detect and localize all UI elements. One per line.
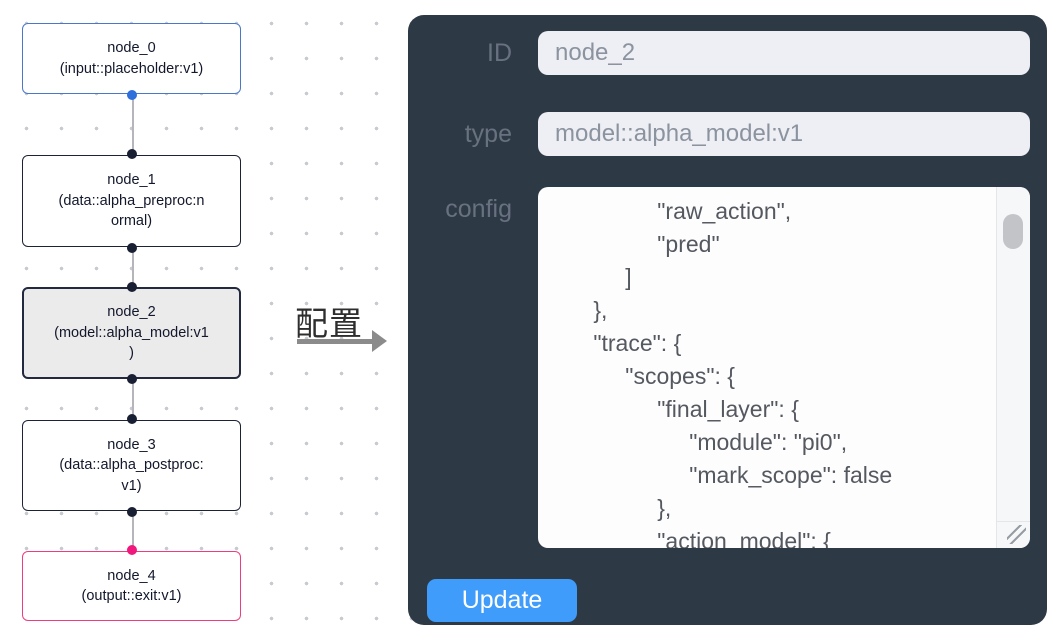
right-arrow-shaft: [297, 339, 373, 344]
node-subtitle: (data::alpha_preproc:n ormal): [58, 192, 205, 230]
handle-node_3-bottom[interactable]: [126, 507, 137, 517]
node-subtitle: (model::alpha_model:v1 ): [54, 324, 209, 362]
id-input[interactable]: [538, 31, 1030, 75]
config-scrollbar-thumb[interactable]: [1003, 214, 1023, 249]
id-label: ID: [487, 39, 512, 67]
node-title: node_2: [107, 304, 156, 321]
node-subtitle: (input::placeholder:v1): [59, 60, 204, 77]
node-title: node_1: [107, 172, 156, 189]
handle-node_4-top[interactable]: [126, 545, 137, 555]
edge-node_2-node_3: [132, 379, 134, 421]
handle-node_1-top[interactable]: [126, 149, 137, 159]
node-node_2-selected[interactable]: node_2 (model::alpha_model:v1 ): [22, 282, 241, 384]
handle-node_3-top[interactable]: [126, 414, 137, 424]
update-button[interactable]: Update: [427, 579, 577, 622]
node-subtitle: (data::alpha_postproc: v1): [59, 457, 204, 494]
node-node_4[interactable]: node_4 (output::exit:v1): [22, 545, 241, 621]
node-node_0[interactable]: node_0 (input::placeholder:v1): [22, 23, 241, 100]
config-label: config: [445, 195, 512, 223]
handle-node_0-bottom[interactable]: [126, 90, 137, 100]
node-title: node_3: [107, 436, 156, 453]
handle-node_1-bottom[interactable]: [126, 243, 137, 253]
config-resize-cell: [997, 521, 1030, 548]
edge-node_1-node_2: [132, 247, 134, 288]
handle-node_2-top[interactable]: [126, 282, 137, 292]
edge-node_0-node_1: [132, 94, 134, 156]
node-node_3[interactable]: node_3 (data::alpha_postproc: v1): [22, 414, 241, 517]
config-scrollbar-track[interactable]: [996, 187, 1030, 548]
node-node_1[interactable]: node_1 (data::alpha_preproc:n ormal): [22, 149, 241, 253]
configure-annotation-label: 配置: [295, 305, 363, 342]
node-title: node_4: [107, 567, 156, 584]
type-input[interactable]: [538, 112, 1030, 156]
type-label: type: [464, 120, 512, 148]
node-subtitle: (output::exit:v1): [81, 588, 182, 604]
resize-grip-icon[interactable]: [1007, 525, 1026, 544]
node-title: node_0: [107, 40, 156, 56]
right-arrow-head: [372, 330, 387, 352]
config-editor[interactable]: "raw_action", "pred" ] }, "trace": { "sc…: [538, 187, 1030, 548]
edge-node_3-node_4: [132, 511, 134, 552]
node-config-panel: ID type config "raw_action", "pred" ] },…: [408, 15, 1047, 625]
handle-node_2-bottom[interactable]: [126, 374, 137, 384]
config-json-text[interactable]: "raw_action", "pred" ] }, "trace": { "sc…: [593, 198, 893, 548]
